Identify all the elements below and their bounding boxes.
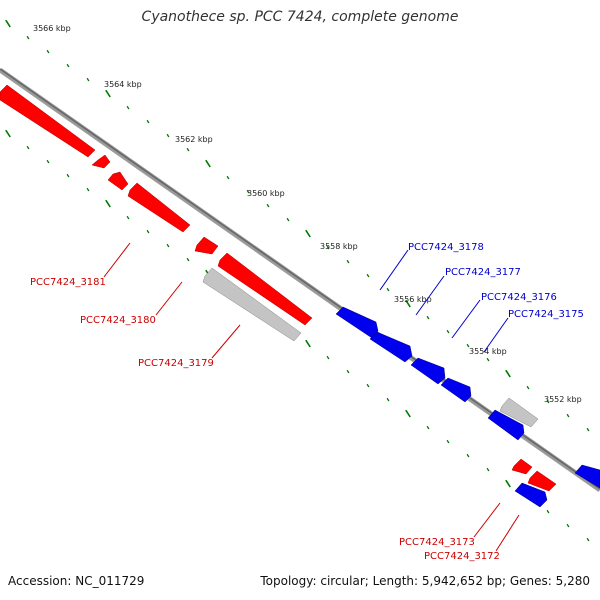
kbp-label: 3562 kbp bbox=[175, 135, 213, 144]
minor-tick bbox=[366, 273, 370, 278]
minor-tick bbox=[46, 159, 50, 164]
major-tick bbox=[405, 409, 411, 418]
gene-feature-3179-red[interactable] bbox=[217, 252, 313, 326]
minor-tick bbox=[566, 413, 570, 418]
gene-feature-3173[interactable] bbox=[511, 458, 533, 475]
major-tick bbox=[505, 369, 511, 378]
minor-tick bbox=[266, 203, 270, 208]
gene-feature-blue-b[interactable] bbox=[514, 482, 548, 508]
minor-tick bbox=[126, 105, 130, 110]
gene-label-3173[interactable]: PCC7424_3173 bbox=[399, 537, 475, 548]
minor-tick bbox=[86, 187, 90, 192]
kbp-label: 3552 kbp bbox=[544, 395, 582, 404]
gene-feature-3177[interactable] bbox=[369, 331, 413, 363]
minor-tick bbox=[586, 537, 590, 542]
minor-tick bbox=[326, 355, 330, 360]
gene-feature-3180[interactable] bbox=[127, 182, 191, 233]
minor-tick bbox=[486, 467, 490, 472]
genome-title: Cyanothece sp. PCC 7424, complete genome bbox=[141, 9, 459, 25]
kbp-label: 3560 kbp bbox=[247, 189, 285, 198]
minor-tick bbox=[346, 369, 350, 374]
minor-tick bbox=[446, 329, 450, 334]
minor-tick bbox=[486, 357, 490, 362]
minor-tick bbox=[186, 147, 190, 152]
minor-tick bbox=[26, 145, 30, 150]
gene-labels: PCC7424_3181 PCC7424_3180 PCC7424_3179 P… bbox=[30, 242, 584, 562]
label-leader-lines bbox=[103, 242, 520, 552]
kbp-labels: 3566 kbp 3564 kbp 3562 kbp 3560 kbp 3558… bbox=[33, 24, 582, 404]
minor-tick bbox=[26, 35, 30, 40]
accession-text: Accession: NC_011729 bbox=[8, 574, 145, 588]
minor-tick bbox=[286, 217, 290, 222]
minor-tick bbox=[426, 425, 430, 430]
minor-tick bbox=[586, 427, 590, 432]
minor-tick bbox=[66, 173, 70, 178]
kbp-label: 3566 kbp bbox=[33, 24, 71, 33]
gene-feature-blue-c[interactable] bbox=[574, 464, 600, 489]
minor-tick bbox=[246, 189, 250, 194]
minor-tick bbox=[386, 397, 390, 402]
gene-label-3176[interactable]: PCC7424_3176 bbox=[481, 292, 557, 303]
minor-tick bbox=[466, 343, 470, 348]
major-tick bbox=[505, 479, 511, 488]
kbp-label: 3554 kbp bbox=[469, 347, 507, 356]
minor-tick bbox=[466, 453, 470, 458]
major-tick bbox=[5, 19, 11, 28]
major-tick bbox=[205, 159, 211, 168]
minor-tick bbox=[126, 215, 130, 220]
gene-feature-3179-grey[interactable] bbox=[202, 267, 302, 342]
gene-feature-blue-a[interactable] bbox=[487, 409, 525, 441]
gene-label-3172[interactable]: PCC7424_3172 bbox=[424, 551, 500, 562]
minor-tick bbox=[146, 229, 150, 234]
gene-feature-3181[interactable] bbox=[0, 84, 96, 158]
minor-tick bbox=[566, 523, 570, 528]
gene-label-3178[interactable]: PCC7424_3178 bbox=[408, 242, 484, 253]
gene-label-3180[interactable]: PCC7424_3180 bbox=[80, 315, 156, 326]
gene-feature-other[interactable] bbox=[499, 397, 539, 428]
gene-feature-3176[interactable] bbox=[410, 357, 446, 385]
minor-tick bbox=[346, 259, 350, 264]
minor-tick bbox=[426, 315, 430, 320]
kbp-label: 3556 kbp bbox=[394, 295, 432, 304]
minor-tick bbox=[66, 63, 70, 68]
minor-tick bbox=[386, 287, 390, 292]
minor-tick bbox=[166, 133, 170, 138]
gene-label-3175[interactable]: PCC7424_3175 bbox=[508, 309, 584, 320]
minor-tick bbox=[326, 245, 330, 250]
reverse-strand-features bbox=[335, 306, 600, 508]
gene-feature-3175[interactable] bbox=[440, 377, 472, 403]
forward-strand-features bbox=[0, 84, 557, 492]
gene-feature-3180-b[interactable] bbox=[194, 236, 219, 255]
scale-ticks bbox=[5, 19, 590, 542]
gene-feature-3181-c[interactable] bbox=[107, 171, 129, 191]
gene-feature-3178[interactable] bbox=[335, 306, 379, 339]
minor-tick bbox=[186, 257, 190, 262]
gene-label-3179[interactable]: PCC7424_3179 bbox=[138, 358, 214, 369]
minor-tick bbox=[146, 119, 150, 124]
minor-tick bbox=[446, 439, 450, 444]
kbp-label: 3558 kbp bbox=[320, 242, 358, 251]
gene-label-3177[interactable]: PCC7424_3177 bbox=[445, 267, 521, 278]
gene-label-3181[interactable]: PCC7424_3181 bbox=[30, 277, 106, 288]
kbp-label: 3564 kbp bbox=[104, 80, 142, 89]
major-tick bbox=[305, 229, 311, 238]
major-tick bbox=[5, 129, 11, 138]
major-tick bbox=[105, 89, 111, 98]
genome-summary-text: Topology: circular; Length: 5,942,652 bp… bbox=[260, 574, 590, 588]
minor-tick bbox=[526, 385, 530, 390]
minor-tick bbox=[226, 175, 230, 180]
major-tick bbox=[105, 199, 111, 208]
minor-tick bbox=[46, 49, 50, 54]
gene-feature-3172[interactable] bbox=[527, 470, 557, 492]
minor-tick bbox=[366, 383, 370, 388]
minor-tick bbox=[166, 243, 170, 248]
minor-tick bbox=[546, 399, 550, 404]
major-tick bbox=[305, 339, 311, 348]
gene-feature-3181-b[interactable] bbox=[91, 154, 111, 169]
minor-tick bbox=[546, 509, 550, 514]
minor-tick bbox=[86, 77, 90, 82]
major-tick bbox=[405, 299, 411, 308]
